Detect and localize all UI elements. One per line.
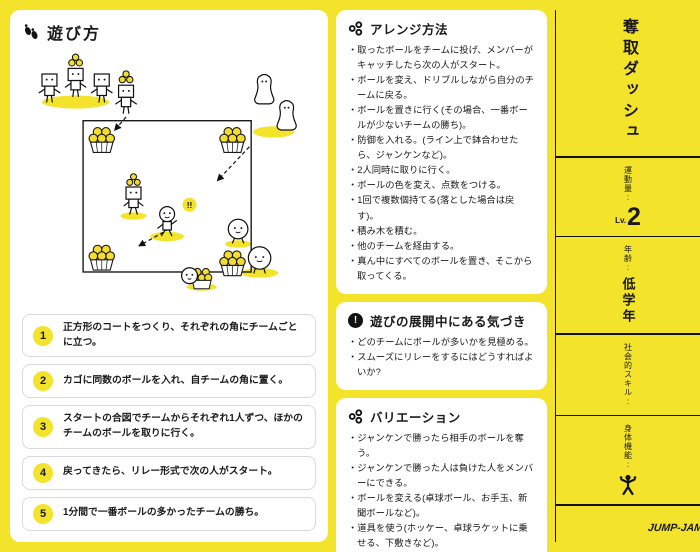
step-text: カゴに同数のボールを入れ、自チームの角に置く。 [63, 375, 289, 387]
exercise-level-section: 運動量: Lv. 2 [556, 158, 700, 236]
step-number: 4 [33, 462, 53, 483]
exercise-level: Lv. 2 [615, 202, 641, 231]
exercise-label: 運動量: [623, 165, 633, 203]
notice-header: ! 遊びの展開中にある気づき [348, 311, 535, 330]
links-icon [348, 409, 363, 424]
variation-header: バリエーション [348, 407, 535, 426]
notice-title: 遊びの展開中にある気づき [370, 314, 527, 329]
how-to-play-header: 遊び方 [22, 20, 316, 44]
divider [556, 504, 700, 506]
arrange-item: ・真ん中にすべてのボールを置き、そこから取ってくる。 [348, 255, 533, 281]
sidebar-spacer [556, 506, 700, 522]
arrange-header: アレンジ方法 [348, 19, 535, 38]
footsteps-icon [24, 24, 38, 40]
arrange-item: ・ボールの色を変え、点数をつける。 [348, 180, 507, 191]
arrange-title: アレンジ方法 [370, 23, 449, 37]
step-row: 3 スタートの合図でチームからそれぞれ1人ずつ、ほかのチームのボールを取りに行く… [22, 405, 316, 449]
waiting-team-queue [38, 53, 137, 114]
burst-mark: !! [182, 197, 197, 212]
step-row: 4 戻ってきたら、リレー形式で次の人がスタート。 [22, 455, 316, 490]
steps-list: 1 正方形のコートをつくり、それぞれの角にチームごとに立つ。 2 カゴに同数のボ… [22, 307, 316, 531]
age-section: 年齢: 低学年 [556, 237, 700, 333]
middle-column: アレンジ方法 ・取ったボールをチームに投げ、メンバーがキャッチしたら次の人がスタ… [336, 10, 547, 552]
step-text: 戻ってきたら、リレー形式で次の人がスタート。 [63, 466, 278, 478]
arrange-item: ・ボールを置きに行く(その場合、一番ボールが少ないチームの勝ち)。 [348, 105, 528, 131]
notice-item: ・スムーズにリレーをするにはどうすればよいか? [348, 351, 534, 377]
links-icon [348, 21, 363, 36]
court-illustration: !! [22, 46, 316, 305]
notice-card: ! 遊びの展開中にある気づき ・どのチームにボールが多いかを見極める。 ・スムー… [336, 301, 547, 390]
court-square [82, 120, 252, 273]
level-unit: Lv. [615, 215, 627, 225]
physical-label: 身体機能: [623, 424, 633, 471]
step-row: 2 カゴに同数のボールを入れ、自チームの角に置く。 [22, 364, 316, 399]
variation-title: バリエーション [370, 410, 461, 425]
game-title-section: 奪取ダッシュ [556, 10, 700, 156]
step-number: 5 [33, 503, 53, 524]
age-value: 低学年 [620, 277, 636, 326]
level-value: 2 [627, 202, 641, 231]
variation-list: ・ジャンケンで勝ったら相手のボールを奪う。 ・ジャンケンで勝った人は負けた人をメ… [348, 431, 535, 552]
divider [556, 156, 700, 158]
arrange-list: ・取ったボールをチームに投げ、メンバーがキャッチしたら次の人がスタート。 ・ボー… [348, 43, 535, 284]
variation-item: ・ジャンケンで勝ったら相手のボールを奪う。 [348, 432, 524, 458]
arrange-item: ・取ったボールをチームに投げ、メンバーがキャッチしたら次の人がスタート。 [348, 45, 534, 71]
divider [556, 235, 700, 238]
step-number: 1 [33, 325, 53, 346]
jump-jam-logo: JUMP-JAM [647, 522, 700, 534]
arrange-card: アレンジ方法 ・取ったボールをチームに投げ、メンバーがキャッチしたら次の人がスタ… [336, 10, 547, 294]
how-to-play-panel: 遊び方 [10, 10, 328, 542]
info-sidebar: 奪取ダッシュ 運動量: Lv. 2 年齢: 低学年 社会的スキル: 身体機能: [555, 10, 700, 542]
step-row: 1 正方形のコートをつくり、それぞれの角にチームごとに立つ。 [22, 314, 316, 358]
game-title: 奪取ダッシュ [620, 18, 637, 144]
step-number: 2 [33, 371, 53, 392]
variation-item: ・ボールを変える(卓球ボール、お手玉、新聞ボールなど)。 [348, 493, 528, 519]
arrange-item: ・積み木を積む。 [348, 225, 423, 236]
ball-baskets [88, 127, 246, 290]
how-to-play-title: 遊び方 [47, 26, 102, 43]
pin-players [254, 73, 297, 131]
movement-arrows [114, 116, 250, 247]
arrange-item: ・ボールを変え、ドリブルしながら自分のチームに戻る。 [348, 75, 534, 101]
variation-item: ・道具を使う(ホッケー、卓球ラケットに乗せる、下敷きなど)。 [348, 523, 528, 549]
court-illustration-svg: !! [38, 53, 297, 291]
shadows [42, 95, 295, 291]
fluffy-players [180, 218, 272, 285]
step-number: 3 [33, 417, 53, 438]
arrange-item: ・1回で複数個持てる(落とした場合は戻す)。 [348, 195, 515, 221]
arrange-item: ・他のチームを経由する。 [348, 240, 460, 251]
step-text: 1分間で一番ボールの多かったチームの勝ち。 [63, 507, 265, 519]
social-skill-section: 社会的スキル: [556, 335, 700, 415]
divider [556, 414, 700, 417]
age-label: 年齢: [623, 245, 633, 274]
runners [123, 173, 178, 237]
arrange-item: ・2人同時に取りに行く。 [348, 165, 456, 176]
notice-list: ・どのチームにボールが多いかを見極める。 ・スムーズにリレーをするにはどうすれば… [348, 335, 535, 380]
person-icon [619, 475, 637, 496]
exclamation-icon: ! [348, 312, 363, 328]
step-text: 正方形のコートをつくり、それぞれの角にチームごとに立つ。 [63, 322, 298, 348]
variation-item: ・ジャンケンで勝った人は負けた人をメンバーにできる。 [348, 462, 534, 489]
step-text: スタートの合図でチームからそれぞれ1人ずつ、ほかのチームのボールを取りに行く。 [63, 413, 303, 440]
notice-item: ・どのチームにボールが多いかを見極める。 [348, 336, 534, 347]
physical-section: 身体機能: [556, 416, 700, 504]
divider [556, 333, 700, 335]
step-row: 5 1分間で一番ボールの多かったチームの勝ち。 [22, 496, 316, 531]
svg-text:!!: !! [187, 200, 193, 210]
variation-card: バリエーション ・ジャンケンで勝ったら相手のボールを奪う。 ・ジャンケンで勝った… [336, 397, 547, 552]
social-skill-label: 社会的スキル: [623, 342, 633, 407]
arrange-item: ・防御を入れる。(ライン上で鉢合わせたら、ジャンケンなど)。 [348, 135, 519, 161]
